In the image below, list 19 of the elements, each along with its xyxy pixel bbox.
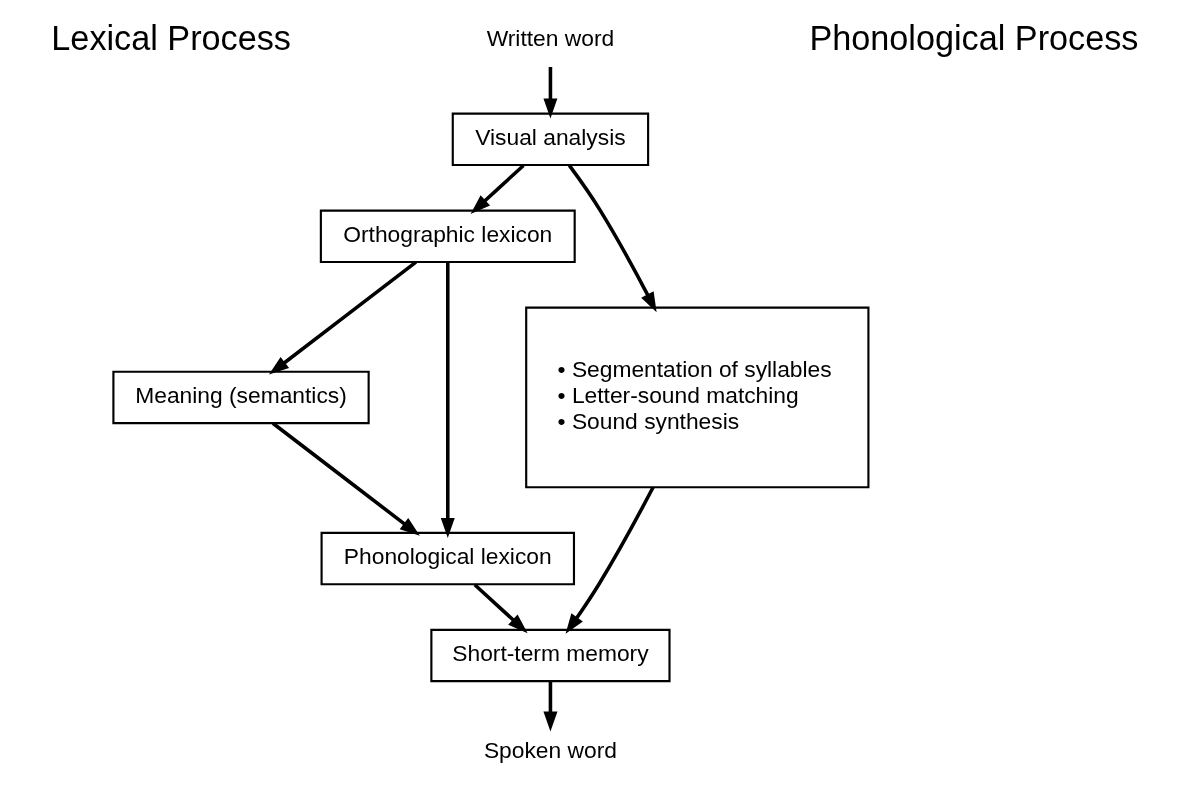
node-box: Phonological lexicon (320, 531, 575, 586)
arrow (271, 421, 420, 536)
node-text: Written word (486, 25, 614, 52)
arrow (268, 260, 417, 375)
label: Phonological Process (808, 18, 1138, 57)
node-box: Short-term memory (429, 628, 671, 683)
node-text: Spoken word (483, 736, 617, 763)
arrow (542, 67, 557, 119)
node-box: Visual analysis (451, 112, 649, 167)
arrow (567, 164, 657, 313)
label: Lexical Process (50, 18, 291, 57)
node-box: Orthographic lexicon (319, 209, 576, 264)
arrow (565, 486, 655, 634)
arrow (470, 164, 525, 214)
arrow (542, 681, 557, 732)
arrow (440, 262, 455, 538)
arrow (473, 583, 528, 634)
node-box: Meaning (semantics) (111, 370, 370, 425)
node-box: • Segmentation of syllables • Letter-sound matching • Sound synthesis (524, 306, 869, 489)
